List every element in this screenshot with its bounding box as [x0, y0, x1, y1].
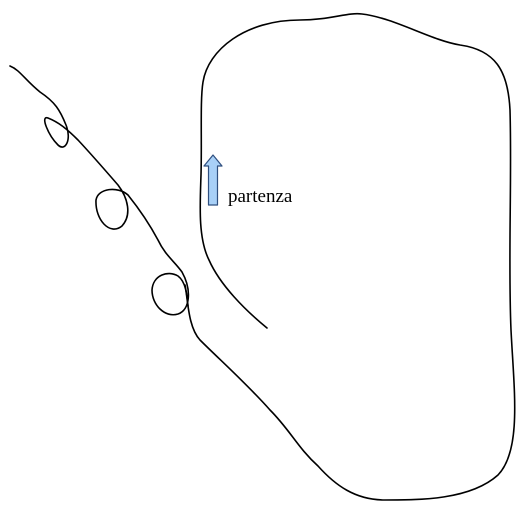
up-arrow-icon [203, 154, 223, 206]
start-label: partenza [228, 186, 293, 207]
approach-trail-path [9, 65, 190, 316]
start-marker [203, 154, 223, 206]
main-loop-path [184, 12, 516, 501]
